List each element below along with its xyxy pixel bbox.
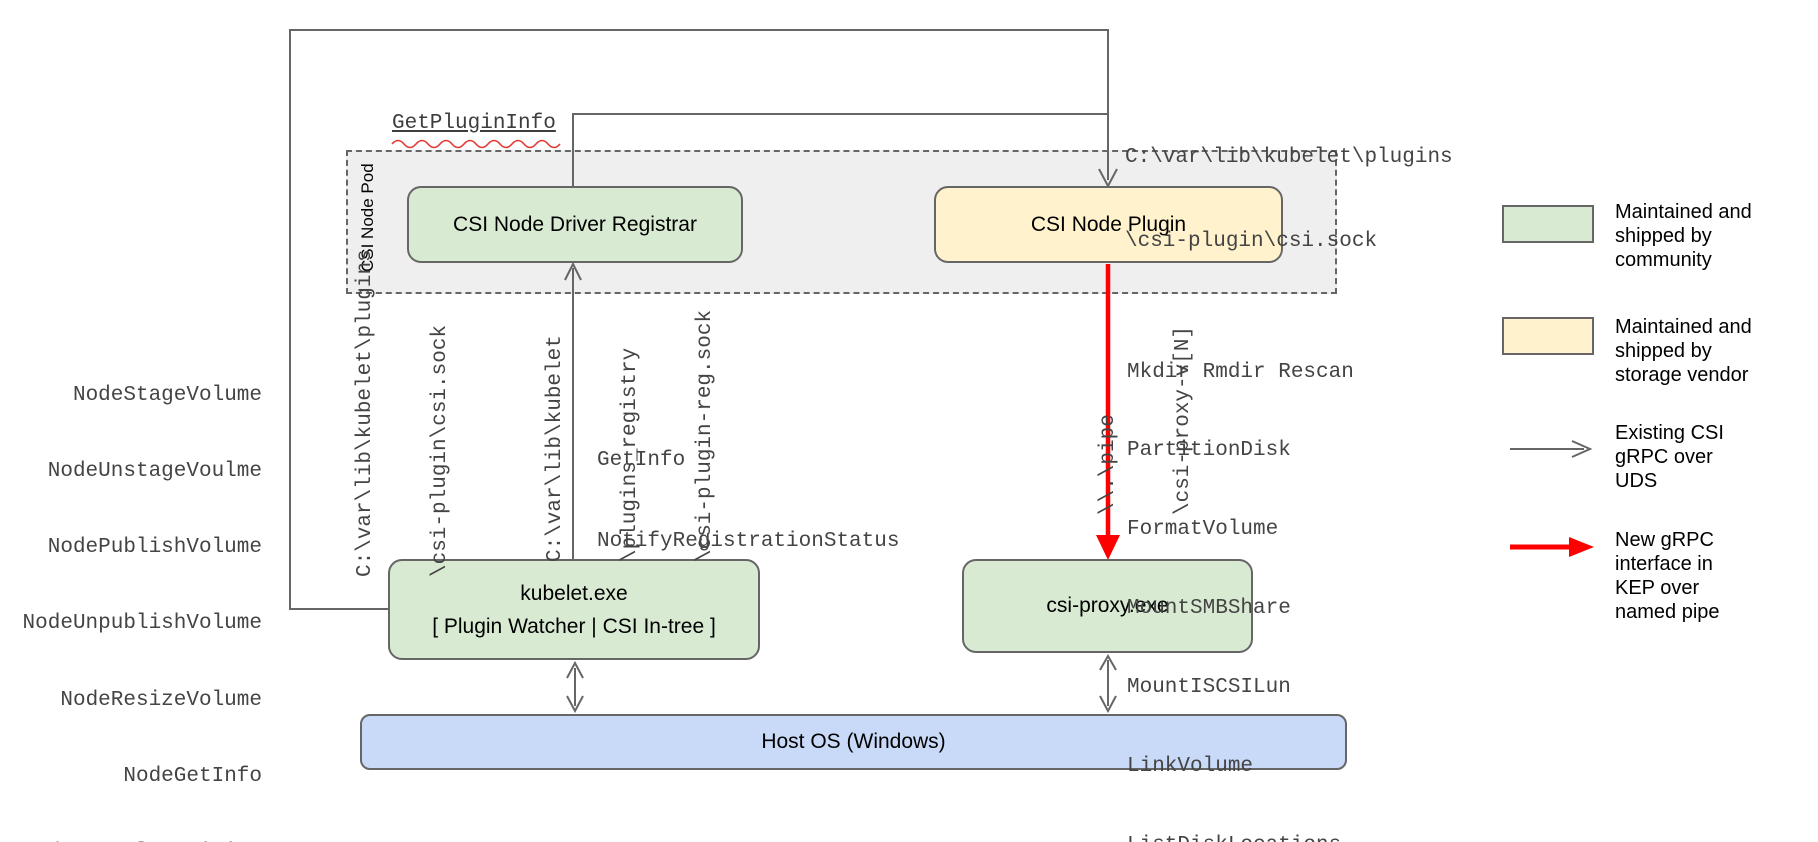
legend-text-line: Maintained and	[1615, 316, 1752, 338]
proxy-call-item: FormatVolume	[1127, 518, 1279, 542]
legend-text-line: shipped by	[1615, 225, 1712, 247]
legend-text-line: Maintained and	[1615, 201, 1752, 223]
legend-uds-arrow-icon	[1510, 440, 1593, 458]
legend-vendor-label: Maintained and shipped by storage vendor	[1615, 315, 1752, 387]
plugin-label: CSI Node Plugin	[1030, 212, 1187, 236]
legend-pipe-arrowhead-icon	[1569, 537, 1594, 557]
node-call-item: NodeUnpublishVolume	[22, 612, 262, 636]
legend-uds-label: Existing CSI gRPC over UDS	[1615, 421, 1724, 493]
node-call-item: NodeResizeVolume	[60, 688, 262, 712]
proxy-call-item: PartitionDisk	[1127, 439, 1291, 463]
csi-proxy-box: csi-proxy.exe	[962, 559, 1253, 653]
legend-text-line: shipped by	[1615, 340, 1712, 362]
registrar-label: CSI Node Driver Registrar	[453, 212, 697, 236]
kubelet-box: kubelet.exe [ Plugin Watcher | CSI In-tr…	[388, 559, 760, 660]
legend-text-line: community	[1615, 249, 1712, 271]
node-call-item: NodePublishVolume	[47, 536, 262, 560]
get-plugin-info-line	[572, 113, 1107, 186]
legend-text-line: gRPC over	[1615, 446, 1713, 468]
legend-vendor-swatch	[1502, 317, 1594, 355]
csi-sock-rotated-line1: C:\var\lib\kubelet\plugins	[354, 249, 377, 577]
legend-text-line: Existing CSI	[1615, 422, 1724, 444]
proxy-call-item: LinkVolume	[1127, 755, 1254, 779]
pipe-path-line1: \\.\pipe	[1097, 414, 1120, 515]
kubelet-hostos-arrowhead-bottom-icon	[566, 695, 584, 714]
proxy-calls-list: Mkdir Rmdir Rescan PartitionDisk FormatV…	[1127, 307, 1354, 842]
csi-sock-path-rotated-label: C:\var\lib\kubelet\plugins \csi-plugin\c…	[303, 249, 503, 577]
csi-node-plugin-box: CSI Node Plugin	[934, 186, 1283, 263]
reg-sock-line1: C:\var\lib\kubelet	[544, 335, 567, 562]
node-calls-list: NodeStageVolume NodeUnstageVoulme NodePu…	[10, 332, 262, 842]
node-call-item: NodeGetInfo	[123, 764, 262, 788]
kubelet-label-line1: kubelet.exe	[520, 581, 628, 605]
named-pipe-arrowhead-icon	[1096, 535, 1120, 560]
kubelet-label-line2: [ Plugin Watcher | CSI In-tree ]	[432, 614, 716, 638]
legend-pipe-label: New gRPC interface in KEP over named pip…	[1615, 528, 1720, 624]
csiproxy-hostos-arrowhead-bottom-icon	[1099, 695, 1117, 714]
csi-proxy-label: csi-proxy.exe	[1046, 594, 1169, 617]
csiproxy-hostos-arrowhead-top-icon	[1099, 653, 1117, 671]
legend-text-line: interface in	[1615, 553, 1713, 575]
csi-sock-path-line2: \csi-plugin\csi.sock	[1125, 230, 1378, 253]
node-call-item: NodeStageVolume	[72, 383, 262, 407]
host-os-label: Host OS (Windows)	[761, 730, 946, 753]
get-plugin-info-label: GetPluginInfo	[392, 112, 556, 135]
spellcheck-squiggle-icon	[391, 139, 561, 149]
arrowhead-into-registrar-icon	[564, 261, 582, 281]
proxy-call-item: MountISCSILun	[1127, 676, 1291, 700]
legend-community-label: Maintained and shipped by community	[1615, 200, 1752, 272]
registration-call-item: GetInfo	[597, 449, 686, 472]
legend-community-swatch	[1502, 205, 1594, 243]
registration-calls-list: GetInfo NotifyRegistrationStatus	[597, 393, 899, 609]
csi-node-driver-registrar-box: CSI Node Driver Registrar	[407, 186, 743, 263]
csi-sock-path-label: C:\var\lib\kubelet\plugins \csi-plugin\c…	[1125, 88, 1453, 312]
csi-sock-path-line1: C:\var\lib\kubelet\plugins	[1125, 146, 1453, 169]
legend-text-line: named pipe	[1615, 601, 1720, 623]
legend-text-line: New gRPC	[1615, 529, 1714, 551]
proxy-call-item: MountSMBShare	[1127, 597, 1291, 621]
legend-text-line: UDS	[1615, 470, 1658, 492]
legend-text-line: KEP over	[1615, 577, 1700, 599]
uds-loop-line	[289, 29, 1109, 610]
proxy-call-item: ListDiskLocations	[1127, 833, 1354, 842]
kubelet-hostos-arrowhead-top-icon	[566, 660, 584, 679]
node-call-item: NodeUnstageVoulme	[47, 460, 262, 484]
csi-sock-rotated-line2: \csi-plugin\csi.sock	[429, 324, 452, 577]
legend-text-line: storage vendor	[1615, 364, 1749, 386]
host-os-box: Host OS (Windows)	[360, 714, 1347, 770]
proxy-call-item: Mkdir Rmdir Rescan	[1127, 360, 1354, 384]
registration-call-item: NotifyRegistrationStatus	[597, 530, 900, 553]
